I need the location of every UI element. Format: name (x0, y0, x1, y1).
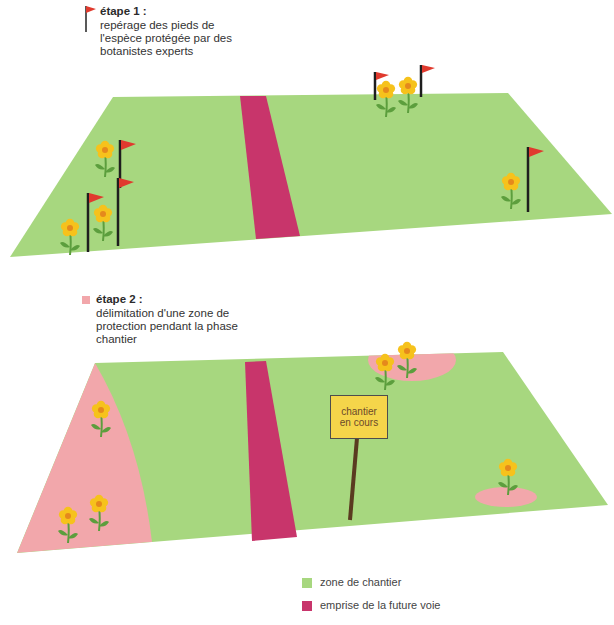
site-area (17, 352, 608, 553)
legend-swatch (302, 578, 312, 588)
future-road (245, 361, 297, 541)
marker-flags (88, 65, 528, 252)
legend-text: emprise de la future voie (320, 599, 440, 612)
step-heading: étape 1 : (100, 5, 260, 18)
flowers (60, 77, 521, 255)
step-description: délimitation d'une zone de protection pe… (96, 307, 281, 346)
sign-text: chantier en cours (336, 406, 382, 428)
flowers (58, 342, 518, 543)
future-road (240, 96, 300, 239)
step2-square-icon (82, 296, 90, 304)
construction-sign: chantier en cours (330, 395, 388, 439)
flag-cloths (89, 65, 544, 203)
step-heading: étape 2 : (96, 293, 286, 306)
protection-zones (17, 339, 537, 553)
sign-post (350, 438, 357, 520)
legend-swatch (302, 601, 312, 611)
step1-flag-icon (86, 6, 96, 32)
step-description: repérage des pieds de l'espèce protégée … (100, 19, 250, 58)
site-area (10, 93, 612, 257)
legend-text: zone de chantier (320, 576, 401, 589)
